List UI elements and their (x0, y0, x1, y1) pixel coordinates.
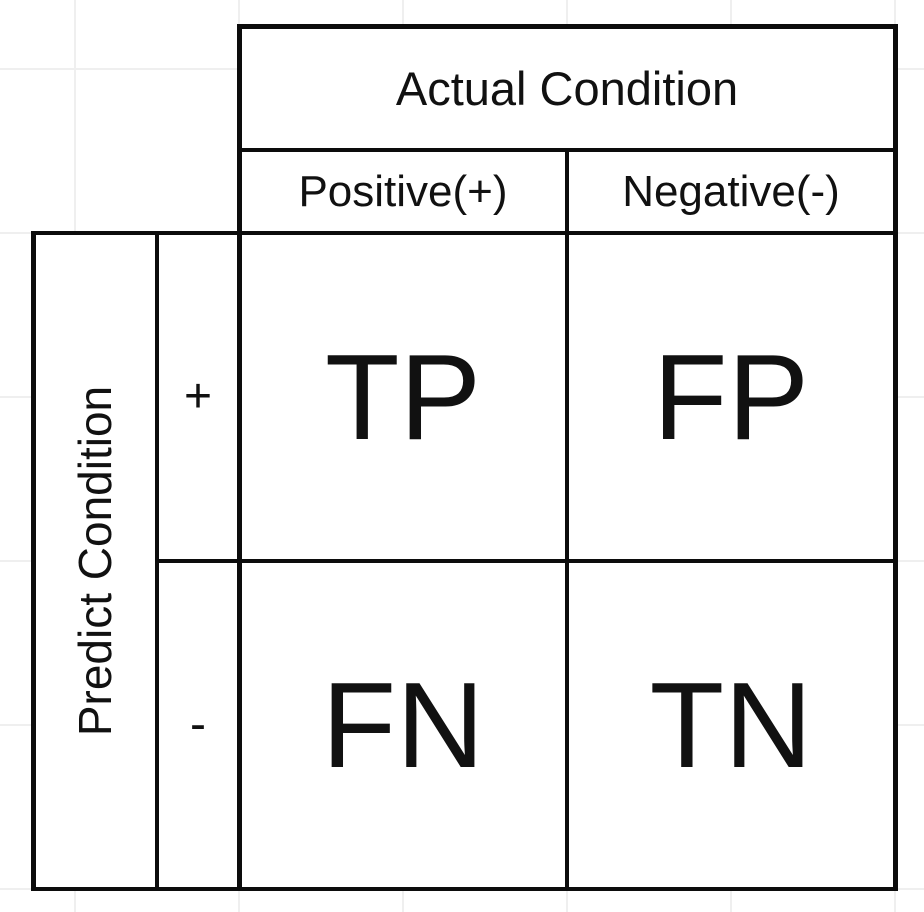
border-colgroup-divider (237, 148, 898, 152)
border-main-left (237, 24, 242, 891)
border-top-outer (237, 24, 898, 29)
cell-fn: FN (321, 657, 485, 793)
column-header-positive: Positive(+) (298, 166, 508, 216)
row-group-title-text: Predict Condition (69, 385, 121, 737)
cell-tp: TP (325, 329, 481, 465)
border-column-divider (565, 148, 569, 891)
row-header-plus: + (183, 370, 213, 423)
border-bottom-outer (31, 887, 898, 891)
cell-tn: TN (649, 657, 813, 793)
column-group-title: Actual Condition (395, 61, 739, 115)
row-group-title: Predict Condition (33, 233, 157, 889)
border-header-body-divider (31, 231, 898, 235)
border-right-outer (893, 24, 898, 891)
cell-fp: FP (653, 329, 809, 465)
column-header-negative: Negative(-) (622, 166, 840, 216)
border-left-outer (31, 231, 36, 891)
row-header-minus: - (190, 698, 206, 751)
border-row-divider (155, 559, 898, 563)
